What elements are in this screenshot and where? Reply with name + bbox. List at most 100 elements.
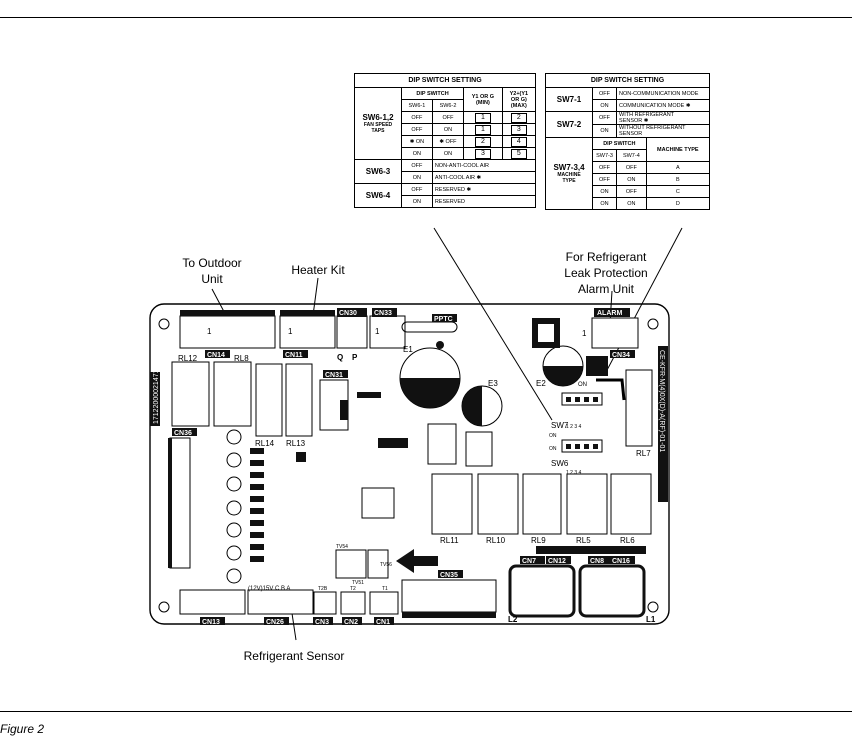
cn31-text: CN31: [325, 372, 343, 379]
rl9-label: RL9: [531, 536, 546, 545]
cn11-connector: [279, 315, 336, 349]
sw6-dip-switch: [561, 439, 603, 453]
q-label: Q: [337, 353, 343, 362]
table-title: DIP SWITCH SETTING: [545, 73, 710, 88]
cn36-label-bg: [172, 428, 197, 436]
cn16-label-bg: [610, 556, 635, 564]
table-row: SW6-4 OFF RESERVED ✱: [354, 183, 537, 208]
e1-capacitor-fill: [400, 378, 460, 408]
rl7-label: RL7: [636, 449, 651, 458]
sw61-col: SW6-1: [401, 99, 433, 112]
pin-1-marker: 1: [288, 327, 293, 336]
rl6-relay: [610, 473, 652, 535]
rl5-label: RL5: [576, 536, 591, 545]
sensor-pin-labels: (12V)15V C B A: [248, 586, 290, 592]
cn7-cn12-connector: [508, 564, 576, 618]
tv54-part: [335, 549, 367, 579]
sw6-toggles: [566, 444, 598, 449]
t2b-label: T2B: [318, 586, 328, 592]
cn7-label-bg: [520, 556, 545, 564]
pin-1-marker: 1: [375, 327, 380, 336]
rl14-relay: [255, 363, 283, 437]
leader-line: [433, 227, 553, 421]
tv56-part: [367, 549, 389, 579]
cn33-connector: [369, 315, 406, 349]
tv54-label: TV54: [336, 544, 348, 550]
cn3-connector: [313, 591, 337, 615]
table-title: DIP SWITCH SETTING: [354, 73, 536, 88]
rl11-relay: [431, 473, 473, 535]
rl10-relay: [477, 473, 519, 535]
sw7-pin-labels: 1 2 3 4: [566, 424, 582, 430]
dip-switch-table-sw7: DIP SWITCH SETTING SW7-1 OFF NON-COMMUNI…: [545, 73, 711, 210]
bottom-rule: [0, 711, 852, 712]
component-block: [465, 431, 493, 467]
sw7-label: SW7: [551, 421, 569, 430]
alarm-connector: [591, 317, 639, 349]
resistor-column: [226, 429, 242, 584]
sw7-on-label: ON: [549, 433, 557, 439]
cn30-connector: [336, 315, 368, 349]
cn35-label-bg: [438, 570, 463, 578]
cn11-text: CN11: [285, 352, 303, 359]
part-number-text: 17122000021471: [153, 369, 160, 424]
cn26-label-bg: [264, 617, 289, 625]
cn36-text: CN36: [174, 430, 192, 437]
t2-label: T2: [350, 586, 356, 592]
cn8-label-bg: [588, 556, 610, 564]
alarm-text: ALARM: [597, 310, 622, 317]
p-label: P: [352, 353, 358, 362]
cn12-label-bg: [546, 556, 571, 564]
e2-label: E2: [536, 379, 546, 388]
mount-hole: [158, 601, 170, 613]
cn8-text: CN8: [590, 558, 604, 565]
cn1-label-bg: [374, 617, 394, 625]
rl11-label: RL11: [440, 536, 459, 545]
cn1-connector: [369, 591, 399, 615]
cn13-connector: [179, 589, 246, 615]
cn36-connector: [169, 437, 191, 569]
y2-header: Y2+(Y1 OR G) (MAX): [501, 87, 537, 112]
rl10-label: RL10: [486, 536, 506, 545]
smd-components: [250, 392, 408, 562]
cn35-connector: [401, 579, 497, 613]
rl8-relay: [213, 361, 252, 427]
cn2-text: CN2: [344, 619, 358, 626]
cn12-text: CN12: [548, 558, 566, 565]
cn14-text: CN14: [207, 352, 225, 359]
on-label: ON: [578, 382, 587, 388]
mount-hole: [158, 318, 170, 330]
trace: [596, 378, 626, 401]
cn30-text: CN30: [339, 310, 357, 317]
mount-hole: [647, 318, 659, 330]
table-row: SW7-1 OFF NON-COMMUNICATION MODE: [545, 87, 710, 112]
sw62-col: SW6-2: [431, 99, 465, 112]
t1-label: T1: [382, 586, 388, 592]
cn34-text: CN34: [612, 352, 630, 359]
rl5-relay: [566, 473, 608, 535]
pptc-text: PPTC: [434, 316, 453, 323]
led-dot: [436, 341, 444, 349]
top-rule: [0, 17, 852, 18]
e2-capacitor-fill: [543, 366, 583, 386]
heater-kit-label: Heater Kit: [291, 263, 345, 277]
alarm-label-bg: [594, 308, 630, 317]
rl14-label: RL14: [255, 439, 275, 448]
table-row: ON RESERVED: [355, 195, 537, 208]
cn26-connector: [247, 589, 314, 615]
cn3-label-bg: [313, 617, 333, 625]
part-number-strip: [150, 372, 160, 426]
rl9-relay: [522, 473, 562, 535]
sw6-label: SW6: [551, 459, 569, 468]
sw6-on-label: ON: [549, 446, 557, 452]
cn14-header: [180, 310, 275, 316]
cn33-label-bg: [372, 308, 397, 317]
cn14-label-bg: [205, 350, 230, 358]
cn16-text: CN16: [612, 558, 630, 565]
